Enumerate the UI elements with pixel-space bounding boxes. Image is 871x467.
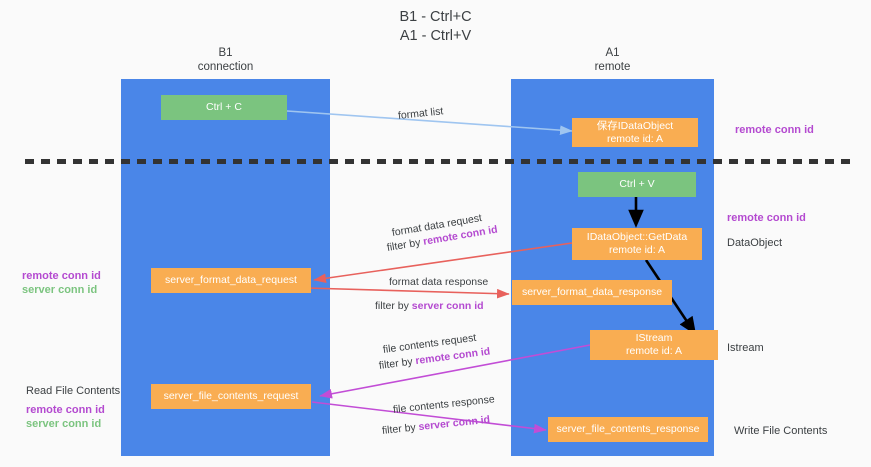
node-idataobject-getdata[interactable]: IDataObject::GetData remote id: A <box>572 228 702 260</box>
node-ctrl-c[interactable]: Ctrl + C <box>161 95 287 120</box>
right-label-remote-conn-id-mid: remote conn id <box>727 212 806 224</box>
right-label-remote-conn-id-top: remote conn id <box>735 124 814 136</box>
filter-key: server conn id <box>411 300 484 312</box>
column-header-b1: B1 connection <box>197 47 254 73</box>
left-label-server-conn-id-mid: server conn id <box>22 284 98 296</box>
phase-divider <box>25 159 856 164</box>
node-server-file-contents-response[interactable]: server_file_contents_response <box>548 417 708 442</box>
left-label-read-file-contents: Read File Contents <box>26 385 121 397</box>
column-header-a1: A1 remote <box>594 47 631 73</box>
right-label-write-file-contents: Write File Contents <box>734 425 828 437</box>
left-label-remote-conn-id-mid: remote conn id <box>22 270 101 282</box>
connector-format-data-response <box>306 287 510 299</box>
diagram-title: B1 - Ctrl+C A1 - Ctrl+V <box>399 9 472 44</box>
connector-format-data-request <box>313 242 573 284</box>
right-label-dataobject: DataObject <box>727 237 783 249</box>
edge-label-format-data-response: format data response <box>389 276 489 288</box>
left-label-server-conn-id-bottom: server conn id <box>26 418 102 430</box>
left-label-remote-conn-id-bottom: remote conn id <box>26 404 105 416</box>
node-idataobject[interactable]: 保存IDataObject remote id: A <box>572 118 698 147</box>
connector-file-contents-request <box>319 344 591 399</box>
node-ctrl-v[interactable]: Ctrl + V <box>578 172 696 197</box>
node-server-format-data-response[interactable]: server_format_data_response <box>512 280 672 305</box>
node-server-format-data-request[interactable]: server_format_data_request <box>151 268 311 293</box>
connector-file-contents-response <box>311 401 547 434</box>
filter-prefix: filter by <box>375 300 412 312</box>
node-istream[interactable]: IStream remote id: A <box>590 330 718 360</box>
node-server-file-contents-request[interactable]: server_file_contents_request <box>151 384 311 409</box>
connector-format-list <box>272 109 573 135</box>
edge-label-format-data-response-filter: filter by server conn id <box>375 300 484 312</box>
right-label-istream: Istream <box>727 342 764 354</box>
